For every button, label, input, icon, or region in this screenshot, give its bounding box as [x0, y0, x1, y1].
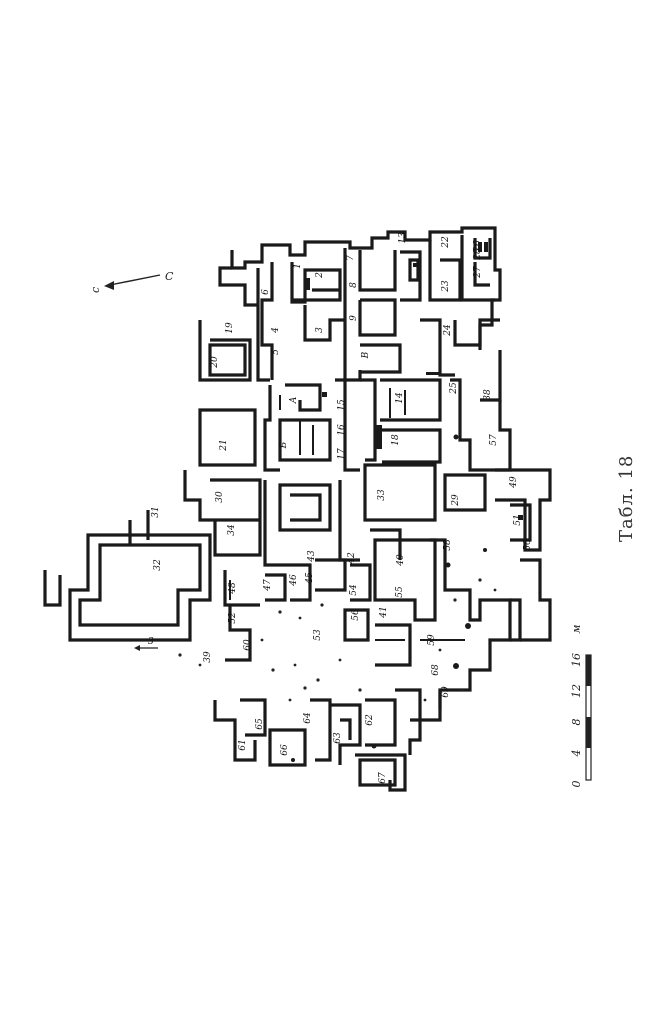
room-label: 16	[337, 424, 347, 436]
scale-tick-label: 0	[570, 781, 583, 788]
entrance-marker: 3	[134, 637, 158, 651]
scale-tick-label: 8	[570, 719, 583, 726]
scale-tick-label: 16	[570, 653, 583, 667]
room-label: 2	[315, 272, 325, 279]
room-label: 49	[509, 476, 519, 489]
plan-walls	[43, 226, 552, 792]
room-label: 17	[337, 448, 347, 460]
room-label: 34	[227, 524, 237, 536]
room-label: 9	[349, 315, 359, 321]
room-label: 26	[473, 240, 483, 253]
room-label: 53	[313, 629, 323, 641]
plan-features	[291, 242, 523, 762]
room-label: 25	[449, 382, 459, 395]
room-label: 64	[303, 712, 313, 724]
room-label: 6	[261, 289, 271, 295]
room-label: 50	[523, 539, 533, 551]
room-label: 63	[333, 732, 343, 744]
room-label: 30	[215, 491, 225, 503]
room-label: 7	[346, 255, 356, 261]
room-label: 29	[451, 494, 461, 507]
north-arrow-label: С	[165, 270, 174, 283]
room-label: А	[289, 396, 299, 404]
scale-unit-label: м	[570, 624, 583, 633]
room-label: 19	[225, 322, 235, 334]
room-label: 1	[293, 263, 303, 269]
room-label: 67	[378, 772, 388, 784]
room-label: 58	[443, 539, 453, 551]
room-label: 33	[377, 489, 387, 501]
room-label: 45	[305, 572, 315, 585]
room-label: 59	[427, 634, 437, 646]
room-label: 57	[489, 434, 499, 446]
room-label: 18	[391, 434, 401, 446]
room-label: 60	[243, 639, 253, 651]
room-label: 31	[151, 506, 161, 517]
room-label: 42	[347, 552, 357, 565]
room-label: 51	[513, 514, 523, 525]
room-label: 21	[219, 439, 229, 451]
room-label: 14	[395, 392, 405, 404]
room-label: 28	[473, 248, 483, 261]
room-label: 68	[431, 664, 441, 676]
room-label: 41	[379, 606, 389, 618]
plan-postholes	[178, 578, 497, 702]
room-label: 23	[441, 280, 451, 293]
entrance-label: 3	[148, 637, 154, 647]
room-label: 48	[228, 582, 238, 595]
room-label: 62	[365, 714, 375, 726]
scale-bar: 0 4 8 12 16 м	[570, 624, 592, 788]
room-label: 39	[203, 651, 213, 663]
room-label: 8	[349, 282, 359, 288]
room-label: 4	[271, 327, 281, 334]
room-label: 43	[307, 550, 317, 563]
room-label: 54	[349, 584, 359, 596]
scale-tick-label: 12	[570, 684, 583, 698]
room-label: 27	[473, 266, 483, 279]
room-label: 3	[315, 327, 325, 333]
room-label: 52	[228, 612, 238, 624]
north-arrow: С с	[89, 270, 174, 293]
room-label: Б	[279, 441, 289, 449]
room-label: 40	[396, 554, 406, 567]
room-label: 69	[441, 686, 451, 698]
room-label: 66	[280, 744, 290, 756]
room-labels: 1234567891314151617181920212223242526272…	[151, 232, 533, 784]
plate-title: Табл. 18	[616, 455, 637, 542]
room-label: 15	[337, 399, 347, 411]
room-label: 13	[398, 232, 408, 244]
room-label: 24	[443, 324, 453, 337]
room-label: 61	[238, 739, 248, 750]
room-label: 5	[271, 349, 281, 355]
room-label: 46	[289, 574, 299, 587]
room-label: 47	[263, 579, 273, 592]
room-label: 22	[441, 236, 451, 249]
scale-tick-label: 4	[570, 750, 583, 758]
room-label: 55	[395, 586, 405, 598]
room-label: 20	[210, 356, 220, 369]
room-label: 65	[255, 718, 265, 730]
room-label: 38	[483, 389, 493, 401]
room-label: В	[361, 351, 371, 359]
room-label: 32	[153, 559, 163, 571]
north-arrow-label-2: с	[89, 287, 102, 293]
room-label: 56	[351, 609, 361, 621]
